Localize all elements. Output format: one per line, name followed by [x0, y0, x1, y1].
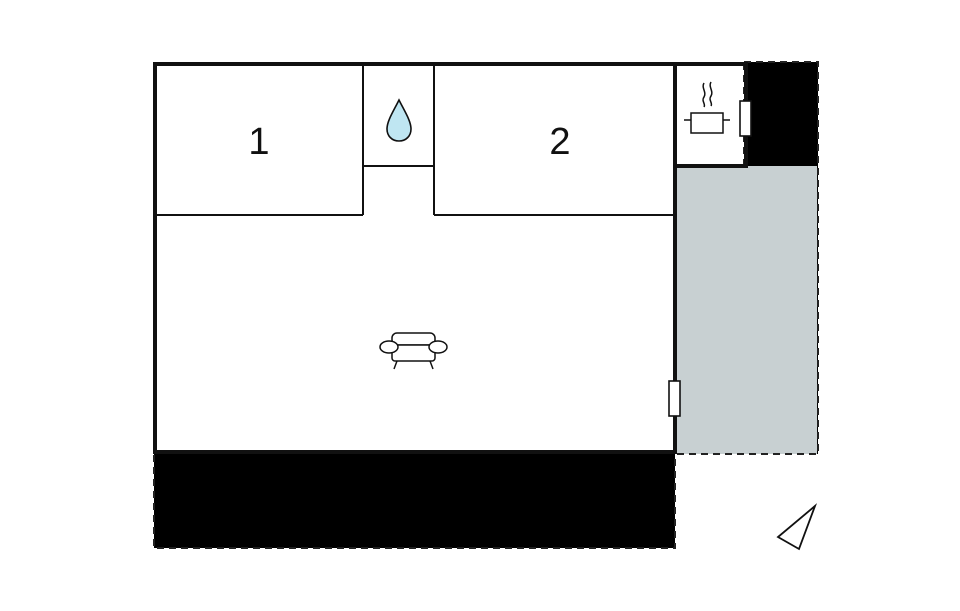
terrace-bottom [153, 451, 676, 549]
inner-walls [155, 64, 677, 216]
cooking-pot-icon [684, 81, 730, 134]
terrace-right-outline [675, 61, 819, 455]
room-1-label: 1 [248, 121, 269, 163]
terrace-right-lower [675, 166, 817, 454]
room-2-label: 2 [549, 121, 570, 163]
water-drop-icon [386, 98, 412, 142]
armchair-icon [379, 332, 448, 370]
north-arrow-icon [776, 503, 818, 551]
outer-wall [153, 62, 748, 454]
window-living [668, 380, 681, 417]
window-kitchen [739, 100, 752, 137]
